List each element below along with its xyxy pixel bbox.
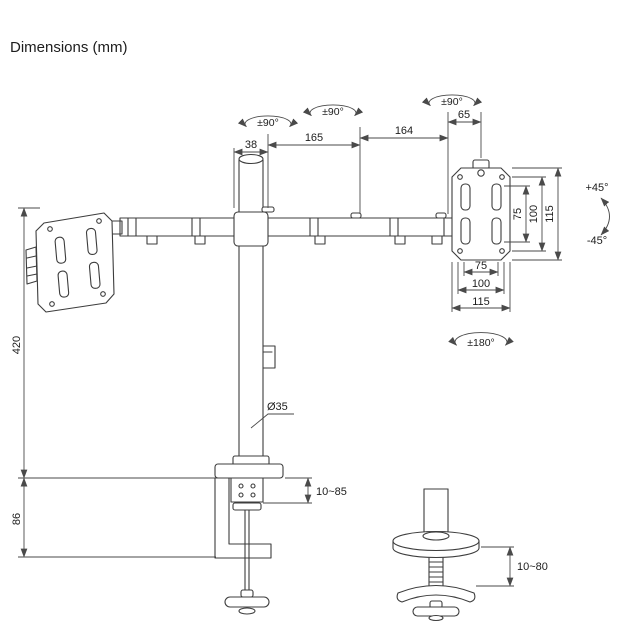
- rotation-arc-mid: [302, 104, 364, 117]
- dim-65-label: 65: [458, 109, 470, 121]
- vesa-vertical-dimensions: [504, 167, 562, 261]
- dim-165-label: 165: [305, 132, 323, 144]
- height-dimensions: [18, 207, 219, 558]
- grommet-knob-tip: [428, 614, 444, 622]
- clamp-knob-hub: [240, 589, 254, 598]
- clamp-knob-handle: [224, 596, 270, 608]
- arm-length-dimensions: [233, 112, 482, 214]
- clamp-top-plate: [214, 463, 284, 479]
- rotation-mid-label: ±90°: [322, 106, 344, 118]
- left-plate-bracket: [25, 246, 38, 285]
- left-plate-slots: [54, 227, 101, 298]
- pole-diameter-leader: [250, 413, 294, 429]
- rotation-arc-right: [421, 94, 483, 107]
- pan-rotation-arc: [448, 332, 514, 346]
- vesa-vert-115-label: 115: [544, 205, 556, 223]
- vesa-horizontal-dimensions: [451, 262, 511, 312]
- clamp-assembly: [214, 455, 284, 615]
- joint-screw-mid: [350, 212, 362, 219]
- tilt-hinge-screw: [477, 169, 485, 177]
- grommet-knob-handle: [412, 606, 460, 617]
- pole-diameter-callout: Ø35: [250, 401, 294, 429]
- vesa-vert-75-label: 75: [512, 208, 524, 220]
- pan-rotation-indicator: ±180°: [448, 332, 514, 349]
- vesa-horiz-75-label: 75: [475, 260, 487, 272]
- rotation-indicators: ±90° ±90° ±90°: [237, 94, 483, 129]
- vesa-vert-100-label: 100: [528, 205, 540, 223]
- pan-rotation-label: ±180°: [467, 337, 494, 349]
- tilt-indicator: +45° -45°: [585, 182, 610, 247]
- grommet-assembly: [392, 488, 480, 622]
- cable-clip-arm: [431, 235, 443, 245]
- tilt-up-label: +45°: [585, 182, 608, 194]
- grommet-neck: [422, 531, 450, 541]
- grommet-wing-bracket: [396, 585, 476, 603]
- rotation-right-label: ±90°: [441, 96, 463, 108]
- tilt-down-label: -45°: [587, 235, 607, 247]
- rotation-left-label: ±90°: [257, 117, 279, 129]
- cable-clip-arm: [194, 235, 206, 245]
- dim-38-label: 38: [245, 139, 257, 151]
- clamp-back-block: [230, 477, 264, 503]
- base-height-label: 86: [11, 513, 23, 525]
- page-title: Dimensions (mm): [10, 39, 128, 56]
- clamp-c-bracket: [214, 477, 272, 559]
- vesa-horiz-115-label: 115: [472, 296, 490, 308]
- grommet-base-rim: [392, 540, 480, 559]
- grommet-range-label: 10~80: [517, 561, 548, 573]
- cable-clip-arm: [146, 235, 158, 245]
- arm-assembly: [119, 206, 457, 247]
- cable-clip-arm: [314, 235, 326, 245]
- pole-top-cap: [238, 153, 264, 165]
- cable-clip-pole: [262, 345, 276, 369]
- tilt-arc: [600, 197, 610, 236]
- cable-clip-arm: [394, 235, 406, 245]
- right-plate-outline: [451, 167, 511, 261]
- vesa-horiz-100-label: 100: [472, 278, 490, 290]
- rotation-arc-left: [237, 115, 299, 128]
- pole-diameter-label: Ø35: [267, 401, 288, 413]
- clamp-range-dimension: [263, 477, 312, 504]
- grommet-range-dimension: [476, 546, 514, 587]
- right-vesa-plate: [451, 159, 511, 261]
- left-vesa-plate: [25, 212, 123, 313]
- pole-collar: [233, 211, 269, 247]
- joint-screw-end: [435, 212, 447, 219]
- clamp-pad: [232, 502, 262, 511]
- pole: [238, 153, 276, 457]
- clamp-range-label: 10~85: [316, 486, 347, 498]
- pole-height-label: 420: [11, 336, 23, 354]
- dim-164-label: 164: [395, 125, 413, 137]
- clamp-knob-tip: [238, 607, 256, 615]
- arm-bar: [119, 217, 457, 237]
